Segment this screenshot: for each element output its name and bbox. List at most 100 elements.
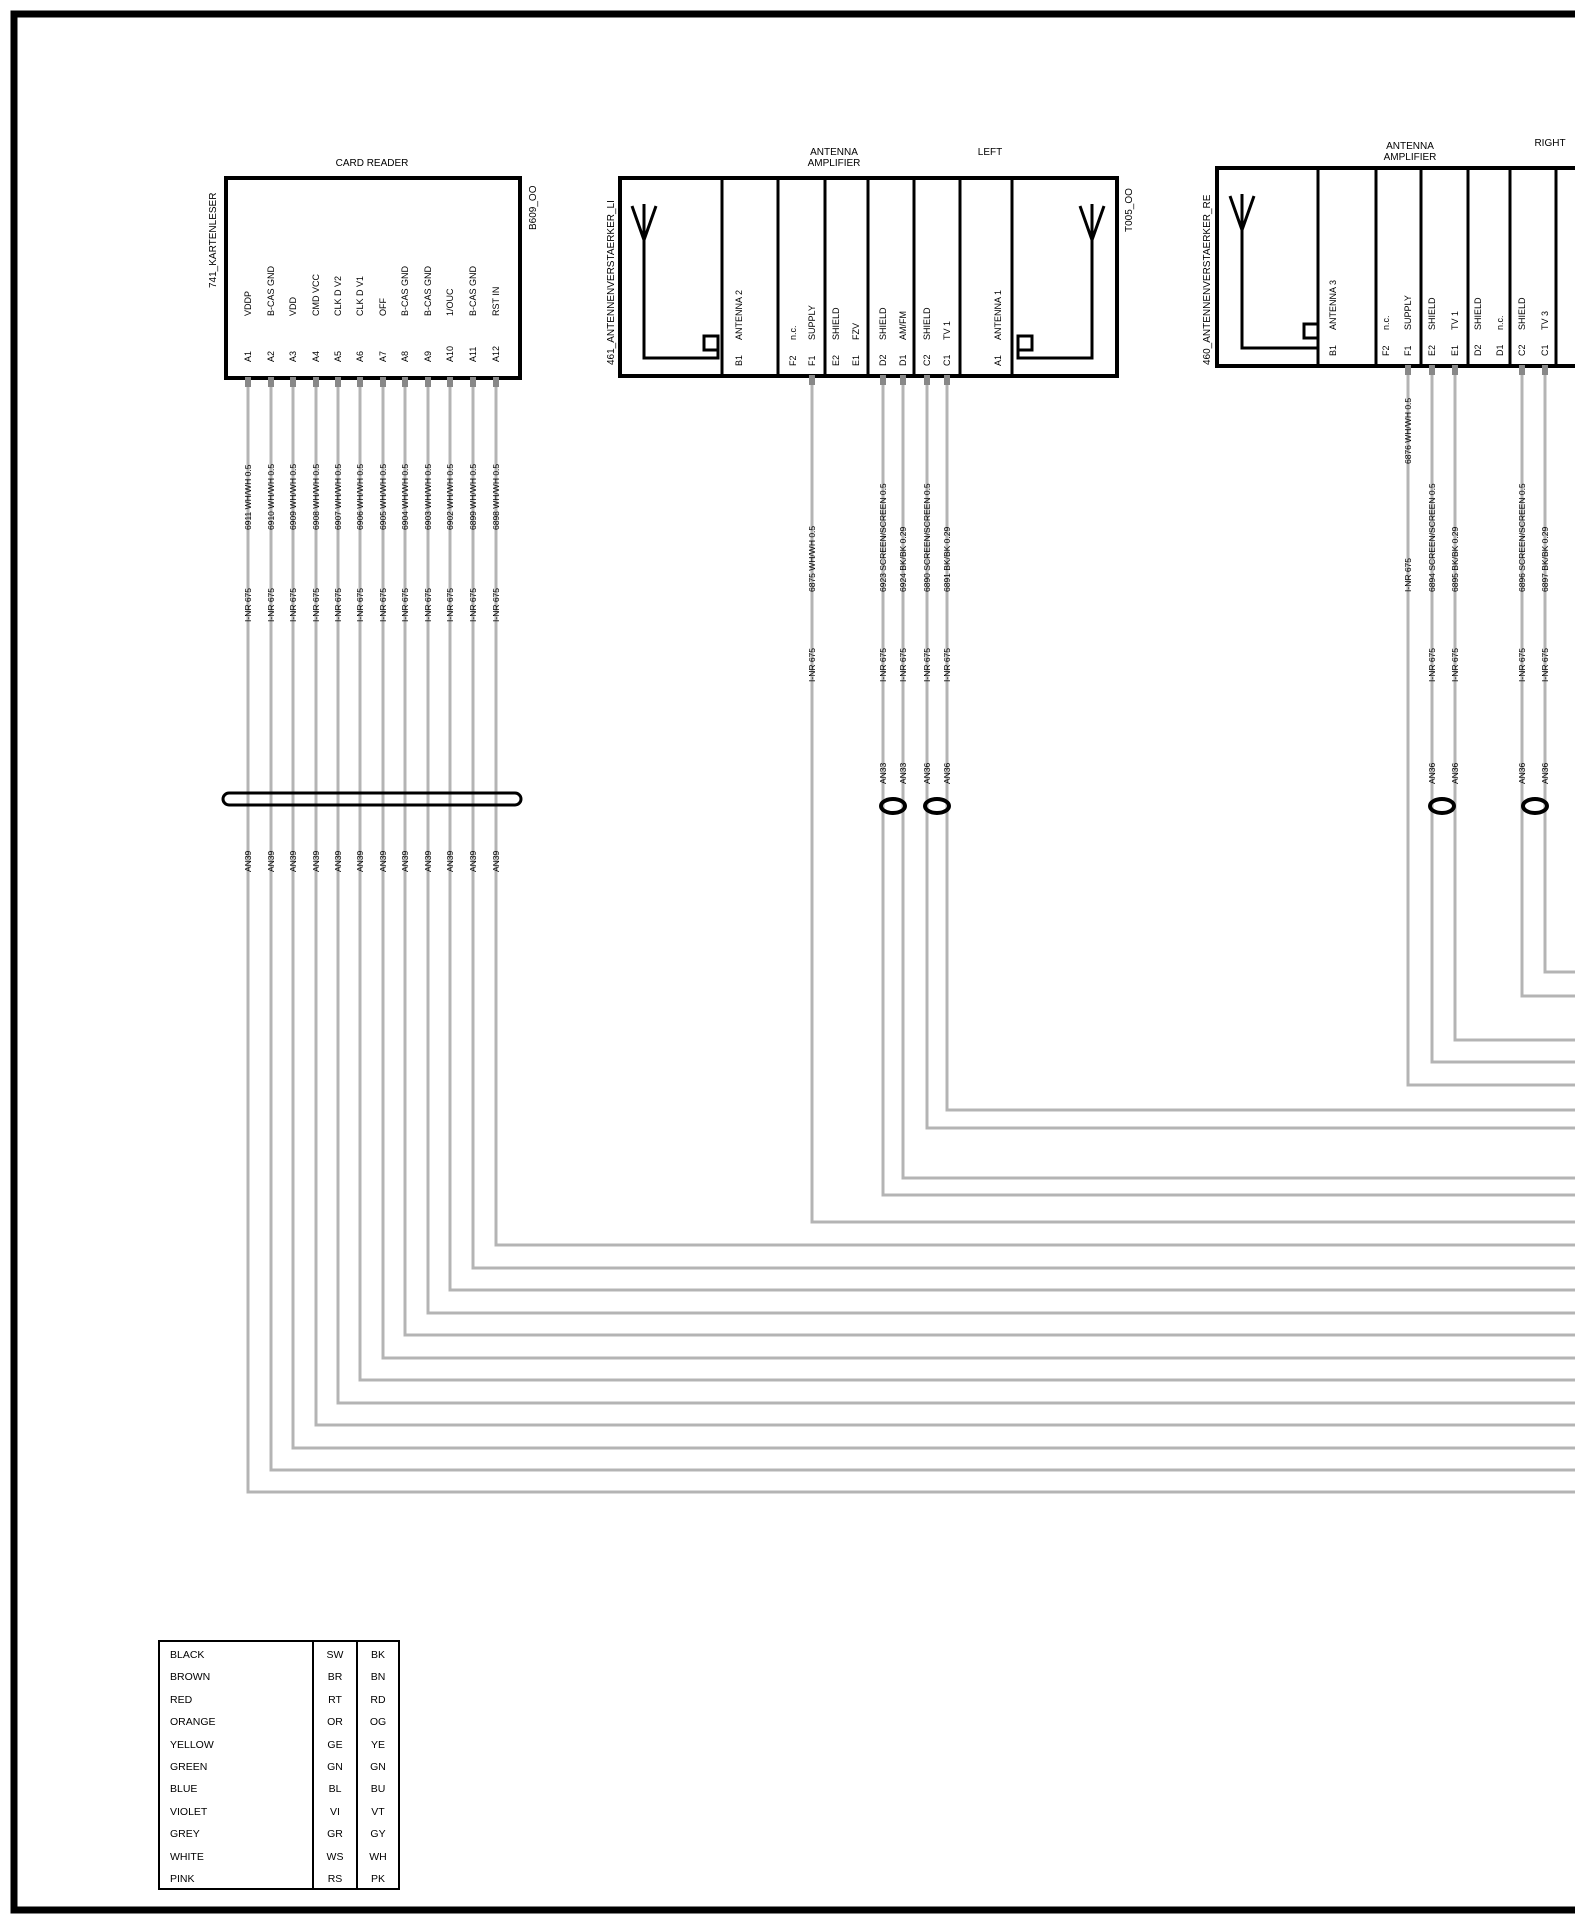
shield-label: AN36 (922, 762, 932, 784)
pin-label: B-CAS GND (468, 265, 478, 316)
wire-label: 6909 WH/WH 0.5 (288, 464, 298, 530)
pin-terminal (313, 377, 319, 387)
pin-number: D1 (898, 354, 908, 366)
pin-terminal (1542, 365, 1548, 375)
pin-label: AM/FM (898, 311, 908, 340)
pin-terminal (1519, 365, 1525, 375)
antenna-3-icon (1228, 194, 1320, 350)
wire-label: 6895 BK/BK 0.29 (1450, 527, 1460, 592)
harness-label: I-NR 675 (878, 648, 888, 682)
pin-label: VDDP (243, 291, 253, 316)
shield-label: AN36 (1450, 762, 1460, 784)
wire (291, 387, 1575, 1450)
harness-label: I-NR 675 (445, 588, 455, 622)
shield-label: AN39 (333, 850, 343, 872)
wire (426, 387, 1575, 1315)
shield-label: AN39 (423, 850, 433, 872)
legend-entry: RED (170, 1693, 193, 1706)
wire-label: 6923 SCREEN/SCREEN 0.5 (878, 483, 888, 592)
pin-terminal (245, 377, 251, 387)
shield-label: AN39 (288, 850, 298, 872)
shield-label: AN36 (1427, 762, 1437, 784)
legend-entry: ORANGE (170, 1716, 216, 1729)
harness-label: I-NR 675 (807, 648, 817, 682)
harness-label: I-NR 675 (243, 588, 253, 622)
wire-label: 6924 BK/BK 0.29 (898, 527, 908, 592)
pin-label: n.c. (1495, 315, 1505, 330)
pin-number: F1 (807, 355, 817, 366)
pin-label: n.c. (788, 325, 798, 340)
pin-terminal (470, 377, 476, 387)
harness-label: I-NR 675 (288, 588, 298, 622)
legend-entry: VIOLET (170, 1805, 208, 1818)
antenna-1-icon (1016, 204, 1106, 360)
pin-label: ANTENNA 3 (1328, 280, 1338, 330)
shield-label: AN39 (355, 850, 365, 872)
pin-number: F2 (788, 355, 798, 366)
wire-label: 6897 BK/BK 0.29 (1540, 527, 1550, 592)
wire (901, 385, 1575, 1180)
pin-number: A6 (355, 351, 365, 362)
wire-label: 6903 WH/WH 0.5 (423, 464, 433, 530)
legend-entry: RD (370, 1693, 386, 1706)
pin-number: A1 (243, 351, 253, 362)
pin-number: A7 (378, 351, 388, 362)
harness-label: I-NR 675 (266, 588, 276, 622)
amp-left-name: 461_ANTENNENVERSTAERKER_LI (606, 200, 617, 365)
legend-entry: YELLOW (170, 1738, 214, 1751)
pin-label: SHIELD (922, 307, 932, 340)
harness-label: I-NR 675 (311, 588, 321, 622)
legend-entry: YE (370, 1738, 385, 1751)
harness-label: I-NR 675 (491, 588, 501, 622)
pin-terminal (944, 375, 950, 385)
wire (1430, 375, 1575, 1064)
pin-terminal (335, 377, 341, 387)
pin-label: SUPPLY (1403, 295, 1413, 330)
pin-label: SHIELD (1473, 297, 1483, 330)
shield-label: AN39 (400, 850, 410, 872)
wire (494, 387, 1575, 1247)
pin-number: E1 (1450, 345, 1460, 356)
harness-label: I-NR 675 (468, 588, 478, 622)
legend-entry: GREEN (170, 1761, 208, 1773)
shield-label: AN39 (243, 850, 253, 872)
wire (336, 387, 1575, 1405)
card-reader-shield-bundle (221, 791, 523, 807)
legend-entry: BL (328, 1783, 342, 1796)
harness-label: I-NR 675 (378, 588, 388, 622)
legend-entry: BN (370, 1671, 386, 1684)
wire-label: 6899 WH/WH 0.5 (468, 464, 478, 530)
pin-label: B-CAS GND (266, 265, 276, 316)
pin-label: n.c. (1381, 315, 1391, 330)
pin-terminal (447, 377, 453, 387)
pin-terminal (900, 375, 906, 385)
pin-number: A4 (311, 351, 321, 362)
legend-entry: WHITE (170, 1850, 204, 1863)
wire-label: 6904 WH/WH 0.5 (400, 464, 410, 530)
pin-label: 1/OUC (445, 288, 455, 316)
pin-label: B-CAS GND (423, 265, 433, 316)
wire-label: 6875 WH/WH 0.5 (807, 526, 817, 592)
pin-number: A1 (993, 355, 1003, 366)
legend-entry: GR (327, 1828, 343, 1841)
legend-entry: GN (327, 1761, 343, 1773)
twisted-pair-marker (879, 797, 907, 815)
card-reader-title: CARD READER (336, 158, 409, 169)
legend-entry: BROWN (170, 1671, 211, 1684)
legend-entry: GN (370, 1761, 386, 1773)
harness-label: I-NR 675 (423, 588, 433, 622)
harness-label: I-NR 675 (922, 648, 932, 682)
shield-label: AN36 (942, 762, 952, 784)
harness-label: I-NR 675 (898, 648, 908, 682)
pin-terminal (425, 377, 431, 387)
pin-number: A9 (423, 351, 433, 362)
wire (381, 387, 1575, 1360)
twisted-pair-marker (1521, 797, 1549, 815)
pin-label: CMD VCC (311, 274, 321, 316)
wire (246, 387, 1575, 1494)
card-reader-component: CARD READER 741_KARTENLESER B609_OO A1VD… (208, 158, 539, 387)
